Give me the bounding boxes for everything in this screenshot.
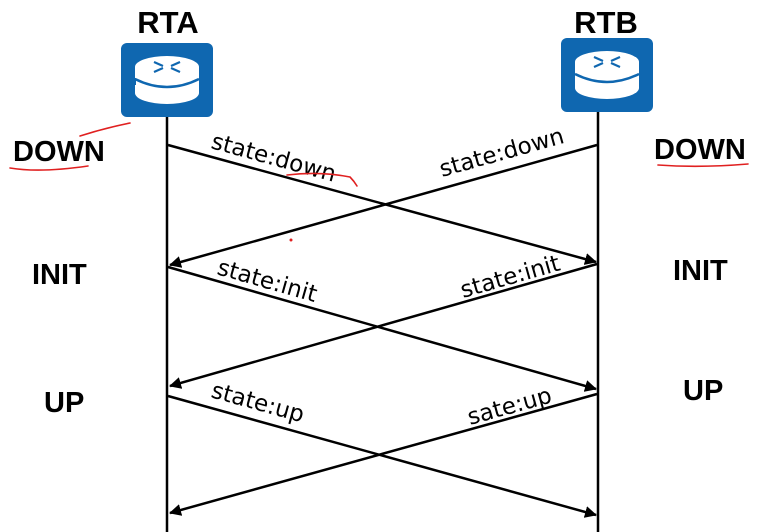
arrow-init-b-to-a xyxy=(169,262,598,389)
arrow-up-a-to-b xyxy=(167,394,597,518)
router-icon xyxy=(121,43,213,117)
router-b-label: RTB xyxy=(574,5,638,40)
router-a-label: RTA xyxy=(137,5,198,40)
state-label-b-init: INIT xyxy=(673,255,728,287)
underline-b-down xyxy=(657,163,749,168)
underline-down-message xyxy=(286,172,358,187)
state-label-b-down: DOWN xyxy=(654,134,746,166)
underline-a-down xyxy=(9,165,89,171)
annotation-marks xyxy=(9,122,749,187)
state-label-b-up: UP xyxy=(683,375,723,407)
message-label-down-a: state:down xyxy=(208,129,338,188)
state-label-a-init: INIT xyxy=(32,259,87,291)
annotation-dot xyxy=(289,238,293,242)
tick-a-down xyxy=(79,122,131,137)
state-label-a-down: DOWN xyxy=(13,136,105,168)
message-label-up-b: sate:up xyxy=(465,383,555,431)
message-label-down-b: state:down xyxy=(437,123,567,182)
arrow-down-b-to-a xyxy=(169,143,598,268)
message-label-init-b: state:init xyxy=(458,251,564,304)
router-icon xyxy=(561,38,653,112)
arrow-up-b-to-a xyxy=(169,392,598,516)
arrow-down-a-to-b xyxy=(167,143,597,265)
message-label-init-a: state:init xyxy=(214,255,320,308)
arrow-init-a-to-b xyxy=(167,265,597,392)
state-label-a-up: UP xyxy=(44,387,84,419)
